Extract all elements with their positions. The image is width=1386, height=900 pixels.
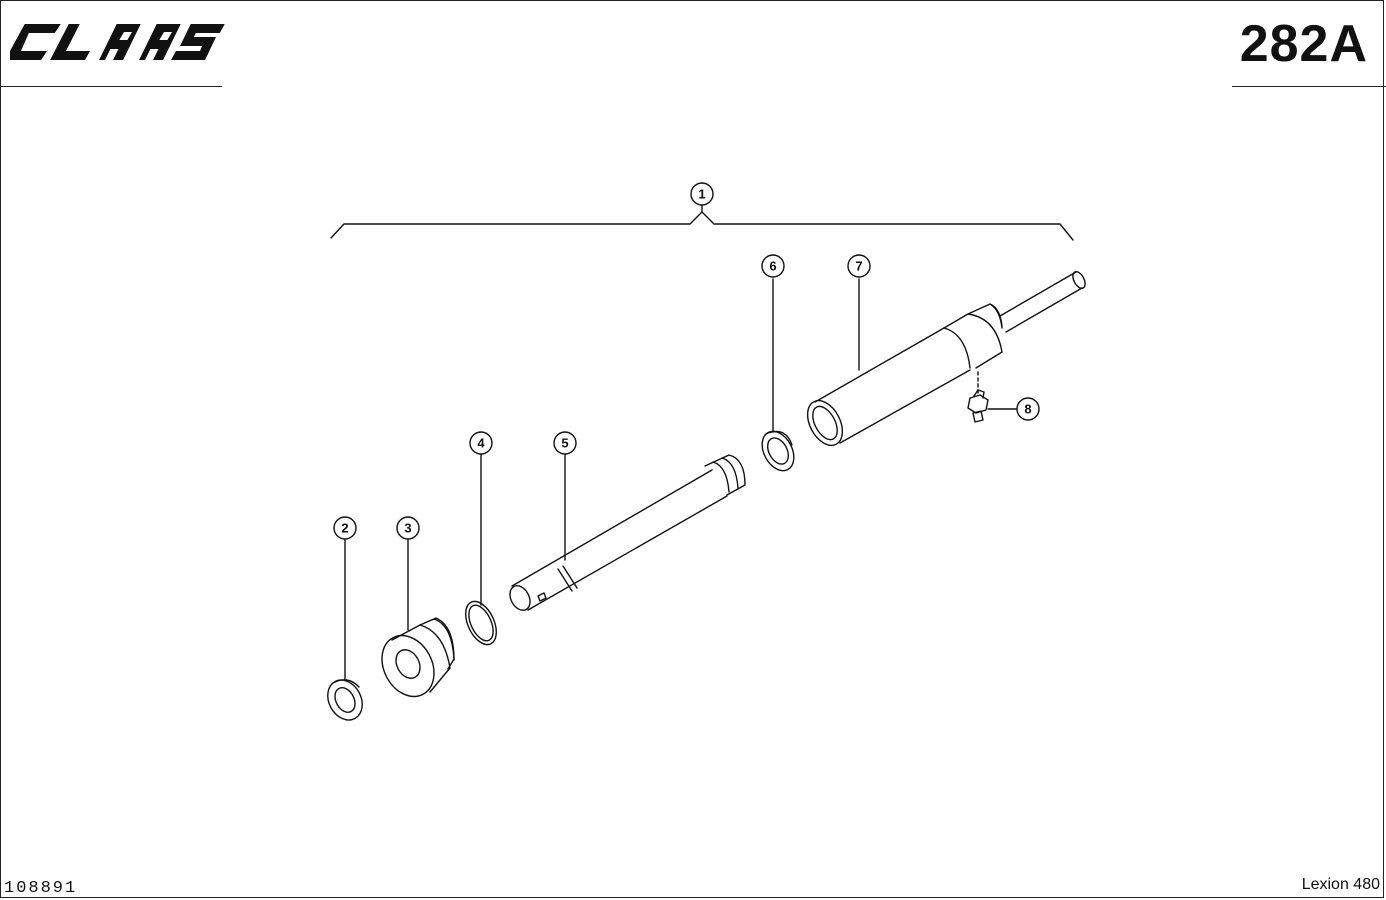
callout-1-label: 1	[698, 187, 705, 202]
grease-nipple-part-8	[967, 371, 989, 423]
cylinder-tube-part-7	[806, 271, 1086, 447]
callout-3-circle	[396, 516, 420, 540]
callout-2-circle	[333, 516, 357, 540]
callout-4-circle	[469, 431, 493, 455]
callout-6-label: 6	[769, 259, 776, 274]
o-ring-part-4	[465, 600, 497, 646]
page-code-underline	[1232, 86, 1386, 87]
callout-7-circle	[847, 254, 871, 278]
page-code: 282A	[1239, 15, 1368, 73]
guide-bushing-part-3	[381, 617, 455, 698]
callout-8-label: 8	[1024, 402, 1031, 417]
callout-4-label: 4	[477, 436, 485, 451]
wiper-ring-part-6	[761, 430, 795, 472]
callout-7-label: 7	[855, 259, 862, 274]
piston-rod-part-5	[509, 454, 746, 611]
callout-6-circle	[761, 254, 785, 278]
callout-2-label: 2	[341, 521, 348, 536]
seal-ring-part-2	[327, 679, 363, 721]
callout-3-label: 3	[404, 521, 411, 536]
drawing-number: 108891	[4, 879, 78, 898]
assembly-bracket	[330, 211, 1074, 241]
model-name: Lexion 480	[1301, 876, 1380, 893]
callout-8-circle	[1016, 397, 1040, 421]
callout-5-label: 5	[561, 436, 568, 451]
logo-underline	[0, 86, 222, 87]
claas-logo	[10, 24, 225, 60]
callout-5-circle	[553, 431, 577, 455]
callout-1-circle	[690, 182, 714, 206]
